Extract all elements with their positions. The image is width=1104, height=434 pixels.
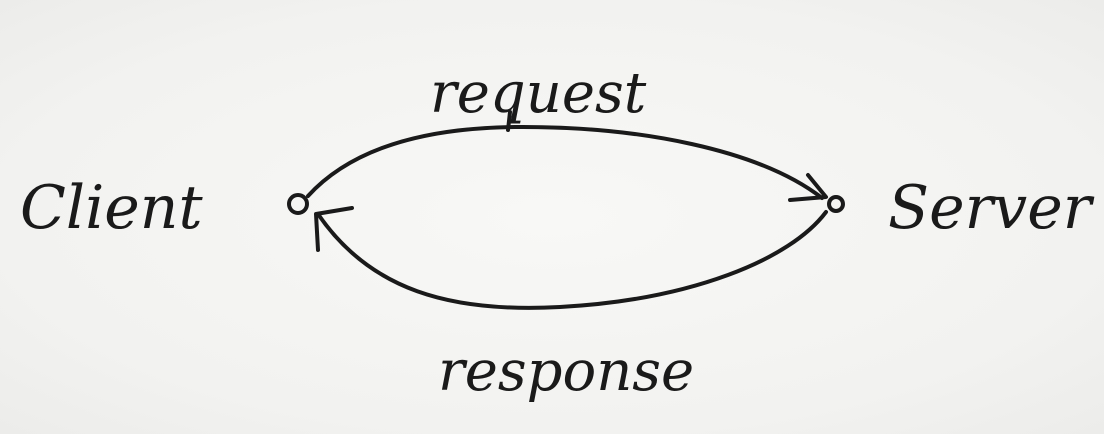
request-label-tick xyxy=(506,110,512,132)
response-arrow-path xyxy=(316,210,828,310)
server-label: Server xyxy=(888,173,1095,243)
response-label: response xyxy=(438,339,694,404)
server-node xyxy=(827,195,845,213)
request-label: request xyxy=(430,61,647,126)
client-label: Client xyxy=(20,173,203,243)
request-arrow-path xyxy=(306,124,824,200)
request-arrowhead xyxy=(788,173,828,202)
client-node xyxy=(287,193,309,215)
response-arrowhead xyxy=(314,206,354,252)
